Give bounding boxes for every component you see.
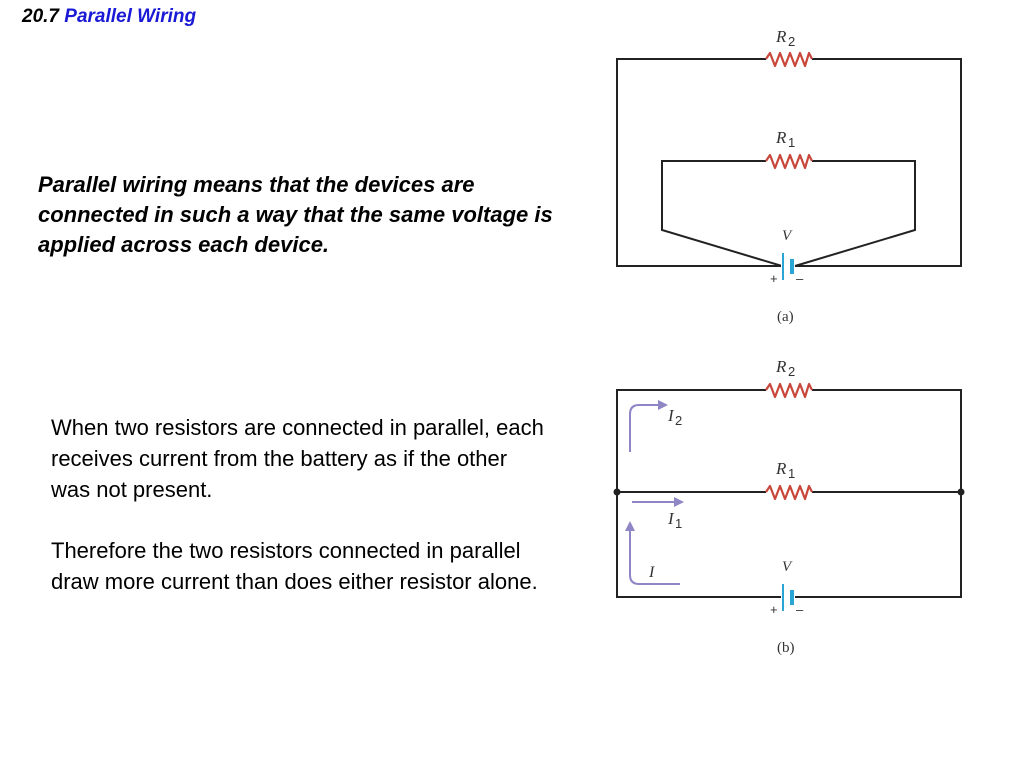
title-text: Parallel Wiring [64,6,197,27]
figure-a: R 2 R 1 V + – (a) [616,27,962,325]
r2-label: R [775,357,787,376]
r1-subscript: 1 [788,135,795,150]
plus-sign: + [770,602,778,617]
junction-dot-icon [957,488,965,496]
minus-sign: – [796,602,804,617]
junction-dot-icon [613,488,621,496]
i2-subscript: 2 [675,413,682,428]
i1-label: I [667,509,675,528]
paragraph-independent-current: When two resistors are connected in para… [51,415,544,502]
r1-label: R [775,459,787,478]
r1-subscript: 1 [788,466,795,481]
i2-label: I [667,406,675,425]
paragraph-more-current: Therefore the two resistors connected in… [51,538,538,594]
r2-subscript: 2 [788,34,795,49]
slide-title: 20.7 Parallel Wiring [22,6,196,28]
plus-sign: + [770,271,778,286]
resistor-icon [765,153,813,170]
definition-text: Parallel wiring means that the devices a… [38,172,553,257]
figure-b-caption: (b) [777,640,795,656]
figure-a-caption: (a) [777,309,794,325]
current-arrow-icon [629,400,668,452]
battery-icon [781,584,794,611]
voltage-label: V [782,228,793,244]
section-number: 20.7 [22,6,59,27]
resistor-icon [765,382,813,399]
figure-a-outer-wire [616,58,962,267]
resistor-icon [765,51,813,68]
voltage-label: V [782,559,793,575]
r2-label: R [775,27,787,46]
battery-icon [781,253,794,280]
i1-subscript: 1 [675,516,682,531]
current-arrow-icon [625,521,680,585]
figure-a-inner-wire [661,160,916,267]
resistor-icon [765,484,813,501]
i-label: I [648,564,655,581]
r1-label: R [775,128,787,147]
r2-subscript: 2 [788,364,795,379]
figure-b: R 2 R 1 I 2 I 1 I V + – (b) [613,357,965,656]
current-arrow-icon [632,497,684,507]
minus-sign: – [796,271,804,286]
